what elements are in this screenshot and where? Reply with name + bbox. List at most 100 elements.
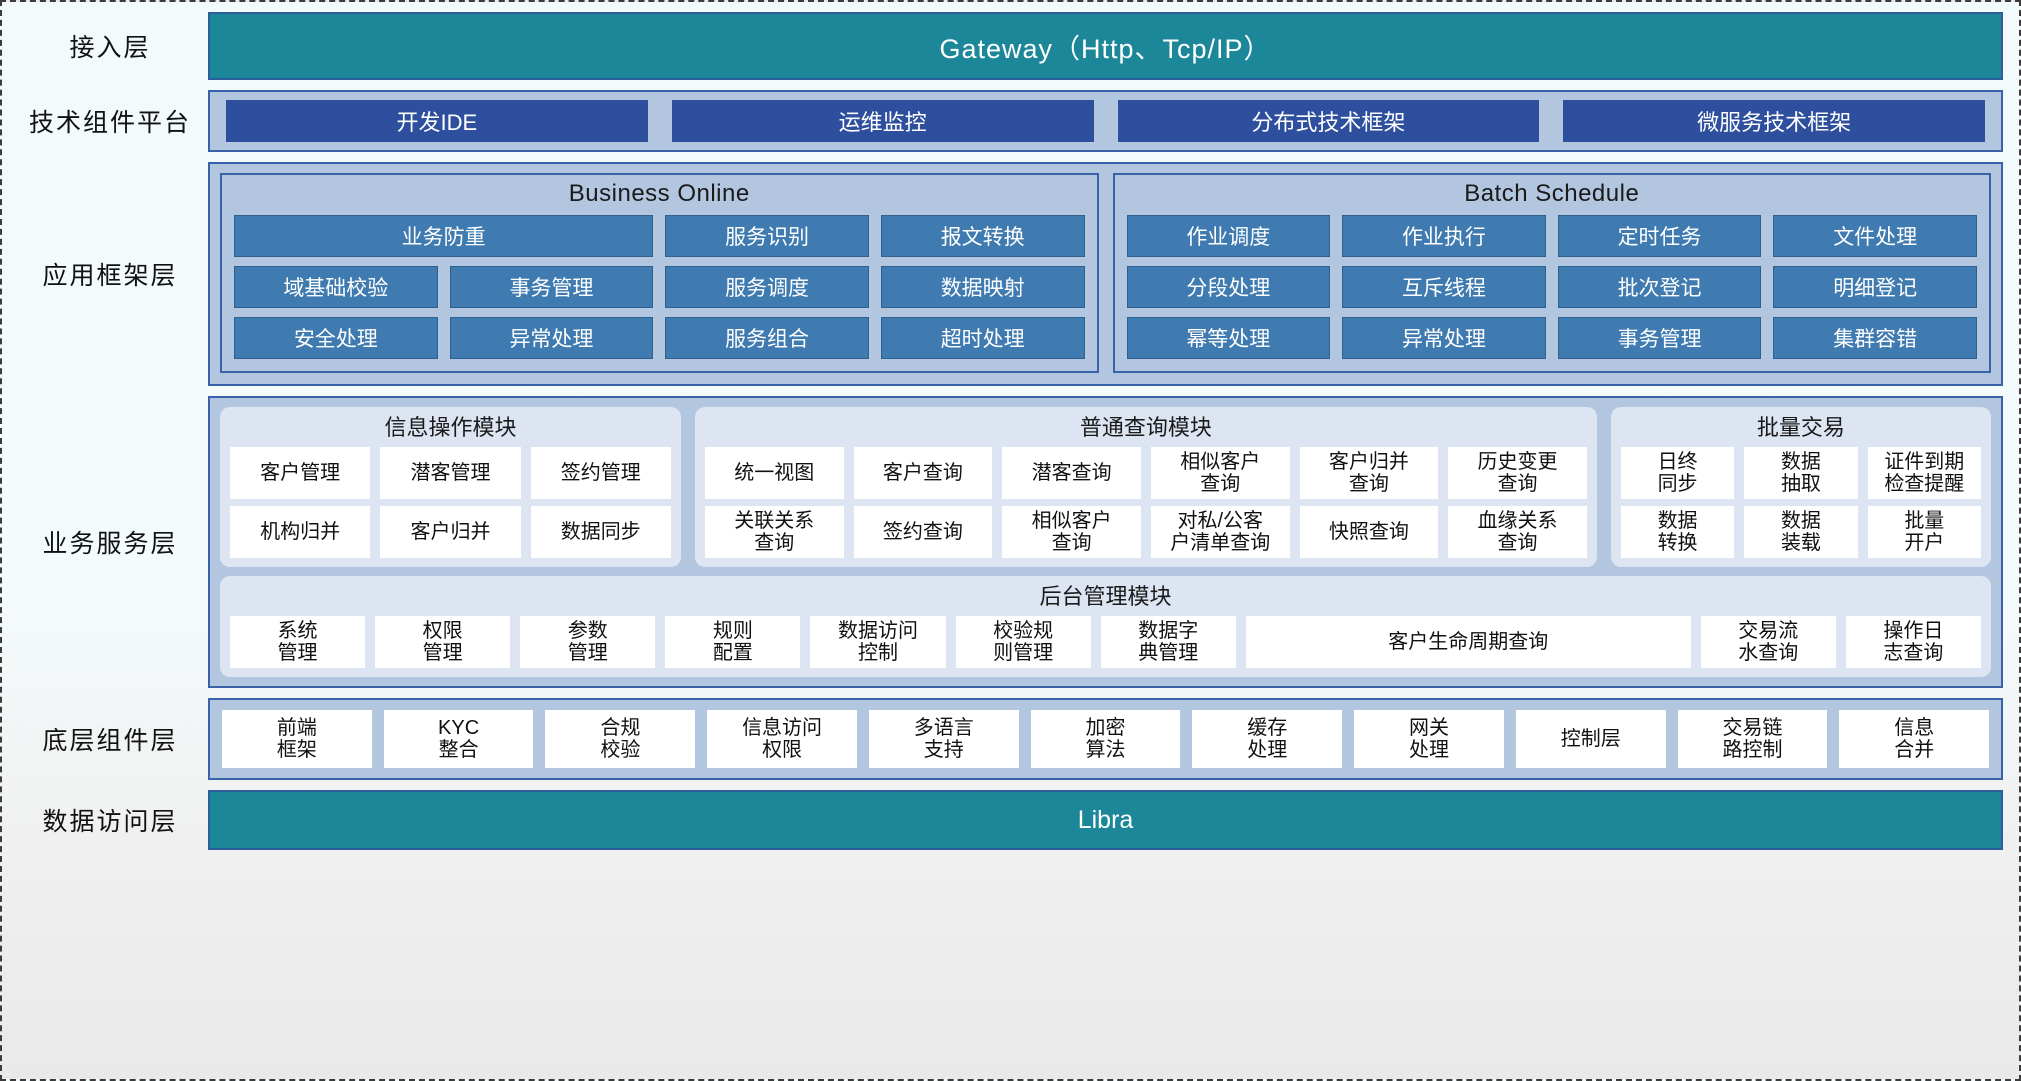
business-cell-2-3[interactable]: 数据转换	[1620, 506, 1735, 558]
appframe-cell-1-2[interactable]: 定时任务	[1557, 215, 1762, 257]
appframe-cell-0-4[interactable]: 事务管理	[449, 266, 654, 308]
base-cell-0[interactable]: 前端框架	[222, 710, 372, 768]
base-cell-7[interactable]: 网关处理	[1354, 710, 1504, 768]
business-cell-0-1[interactable]: 潜客管理	[380, 447, 521, 499]
appframe-cell-1-8[interactable]: 幂等处理	[1126, 317, 1331, 359]
business-cell-0-2[interactable]: 签约管理	[530, 447, 671, 499]
business-service-container: 信息操作模块 客户管理潜客管理签约管理机构归并客户归并数据同步 普通查询模块 统…	[208, 396, 2003, 688]
business-cell-1-1[interactable]: 客户查询	[853, 447, 993, 499]
base-cell-2[interactable]: 合规校验	[545, 710, 696, 768]
business-cell-1-4[interactable]: 客户归并查询	[1299, 447, 1439, 499]
module-common-query: 普通查询模块 统一视图客户查询潜客查询相似客户查询客户归并查询历史变更查询关联关…	[694, 407, 1597, 567]
tech-platform-bar: 开发IDE 运维监控 分布式技术框架 微服务技术框架	[208, 90, 2003, 152]
business-cell-2-1[interactable]: 数据抽取	[1744, 447, 1858, 499]
business-cell-1-11[interactable]: 血缘关系查询	[1448, 506, 1587, 558]
appframe-cell-0-8[interactable]: 异常处理	[449, 317, 654, 359]
module-backend-admin: 后台管理模块 系统管理权限管理参数管理规则配置数据访问控制校验规则管理数据字典管…	[220, 576, 1991, 677]
business-cell-1-7[interactable]: 签约查询	[853, 506, 993, 558]
business-cell-0-5[interactable]: 数据同步	[530, 506, 671, 558]
admin-cell-7[interactable]: 客户生命周期查询	[1245, 616, 1691, 668]
module-title-batch-transaction: 批量交易	[1756, 415, 1845, 440]
panel-title-business-online: Business Online	[568, 180, 750, 207]
appframe-cell-1-5[interactable]: 互斥线程	[1342, 266, 1546, 308]
appframe-cell-0-3[interactable]: 域基础校验	[234, 266, 438, 308]
admin-cell-9[interactable]: 操作日志查询	[1845, 616, 1981, 668]
panel-batch-schedule: Batch Schedule 作业调度作业执行定时任务文件处理分段处理互斥线程批…	[1112, 173, 1991, 373]
admin-cell-4[interactable]: 数据访问控制	[810, 616, 946, 668]
appframe-cell-0-1[interactable]: 服务识别	[665, 215, 869, 257]
base-cell-3[interactable]: 信息访问权限	[707, 710, 857, 768]
tech-item-3[interactable]: 微服务技术框架	[1563, 100, 1985, 142]
business-online-grid: 业务防重服务识别报文转换域基础校验事务管理服务调度数据映射安全处理异常处理服务组…	[234, 215, 1085, 359]
admin-cell-3[interactable]: 规则配置	[665, 616, 801, 668]
layer-label-tech: 技术组件平台	[28, 109, 191, 137]
base-cell-4[interactable]: 多语言支持	[868, 710, 1019, 768]
appframe-cell-0-5[interactable]: 服务调度	[665, 266, 869, 308]
appframe-cell-1-7[interactable]: 明细登记	[1773, 266, 1977, 308]
layer-data-access: 数据访问层 Libra	[12, 790, 2003, 850]
business-cell-1-2[interactable]: 潜客查询	[1002, 447, 1141, 499]
business-cell-1-9[interactable]: 对私/公客户清单查询	[1150, 506, 1290, 558]
base-cell-10[interactable]: 信息合并	[1839, 710, 1990, 768]
tech-item-2[interactable]: 分布式技术框架	[1117, 100, 1540, 142]
appframe-cell-1-9[interactable]: 异常处理	[1342, 317, 1546, 359]
module-title-info-operation: 信息操作模块	[384, 415, 517, 440]
business-cell-2-5[interactable]: 批量开户	[1867, 506, 1981, 558]
appframe-cell-1-10[interactable]: 事务管理	[1557, 317, 1762, 359]
admin-cell-6[interactable]: 数据字典管理	[1100, 616, 1236, 668]
panel-title-batch-schedule: Batch Schedule	[1464, 180, 1640, 207]
business-cell-1-10[interactable]: 快照查询	[1299, 506, 1439, 558]
admin-cell-2[interactable]: 参数管理	[520, 616, 656, 668]
business-cell-1-0[interactable]: 统一视图	[704, 447, 844, 499]
business-cell-1-3[interactable]: 相似客户查询	[1150, 447, 1290, 499]
gateway-bar: Gateway（Http、Tcp/IP）	[208, 12, 2003, 80]
libra-bar: Libra	[208, 790, 2003, 850]
business-cell-2-2[interactable]: 证件到期检查提醒	[1867, 447, 1981, 499]
business-modules-row: 信息操作模块 客户管理潜客管理签约管理机构归并客户归并数据同步 普通查询模块 统…	[220, 407, 1991, 567]
layer-business-service: 业务服务层 信息操作模块 客户管理潜客管理签约管理机构归并客户归并数据同步 普通…	[12, 396, 2003, 688]
app-framework-container: Business Online 业务防重服务识别报文转换域基础校验事务管理服务调…	[208, 162, 2003, 386]
appframe-cell-1-3[interactable]: 文件处理	[1773, 215, 1977, 257]
appframe-cell-0-9[interactable]: 服务组合	[665, 317, 869, 359]
base-cell-8[interactable]: 控制层	[1515, 710, 1666, 768]
batch-schedule-grid: 作业调度作业执行定时任务文件处理分段处理互斥线程批次登记明细登记幂等处理异常处理…	[1126, 215, 1977, 359]
appframe-cell-1-1[interactable]: 作业执行	[1342, 215, 1546, 257]
business-cell-0-4[interactable]: 客户归并	[380, 506, 521, 558]
appframe-cell-1-4[interactable]: 分段处理	[1126, 266, 1331, 308]
appframe-cell-1-6[interactable]: 批次登记	[1557, 266, 1762, 308]
admin-cell-0[interactable]: 系统管理	[230, 616, 366, 668]
appframe-cell-1-0[interactable]: 作业调度	[1126, 215, 1331, 257]
layer-label-appframe: 应用框架层	[42, 262, 178, 290]
tech-item-1[interactable]: 运维监控	[671, 100, 1094, 142]
business-cell-1-5[interactable]: 历史变更查询	[1448, 447, 1587, 499]
spacer	[12, 688, 2003, 698]
base-cell-5[interactable]: 加密算法	[1030, 710, 1181, 768]
layer-label-data: 数据访问层	[42, 808, 178, 836]
appframe-cell-1-11[interactable]: 集群容错	[1773, 317, 1977, 359]
business-cell-2-0[interactable]: 日终同步	[1620, 447, 1735, 499]
appframe-cell-0-10[interactable]: 超时处理	[880, 317, 1085, 359]
admin-cell-5[interactable]: 校验规则管理	[955, 616, 1091, 668]
business-cell-0-0[interactable]: 客户管理	[230, 447, 371, 499]
appframe-cell-0-2[interactable]: 报文转换	[880, 215, 1085, 257]
layer-label-business: 业务服务层	[42, 530, 178, 558]
tech-item-0[interactable]: 开发IDE	[226, 100, 648, 142]
business-cell-1-8[interactable]: 相似客户查询	[1002, 506, 1141, 558]
layer-access: 接入层 Gateway（Http、Tcp/IP）	[12, 12, 2003, 80]
panel-business-online: Business Online 业务防重服务识别报文转换域基础校验事务管理服务调…	[220, 173, 1099, 373]
admin-cell-1[interactable]: 权限管理	[375, 616, 511, 668]
appframe-cell-0-7[interactable]: 安全处理	[234, 317, 438, 359]
appframe-cell-0-0[interactable]: 业务防重	[234, 215, 654, 257]
spacer	[12, 780, 2003, 790]
appframe-cell-0-6[interactable]: 数据映射	[880, 266, 1085, 308]
business-cell-0-3[interactable]: 机构归并	[230, 506, 371, 558]
base-cell-6[interactable]: 缓存处理	[1192, 710, 1343, 768]
base-cell-9[interactable]: 交易链路控制	[1677, 710, 1828, 768]
business-cell-1-6[interactable]: 关联关系查询	[704, 506, 844, 558]
business-cell-2-4[interactable]: 数据装载	[1744, 506, 1858, 558]
admin-cell-8[interactable]: 交易流水查询	[1700, 616, 1836, 668]
